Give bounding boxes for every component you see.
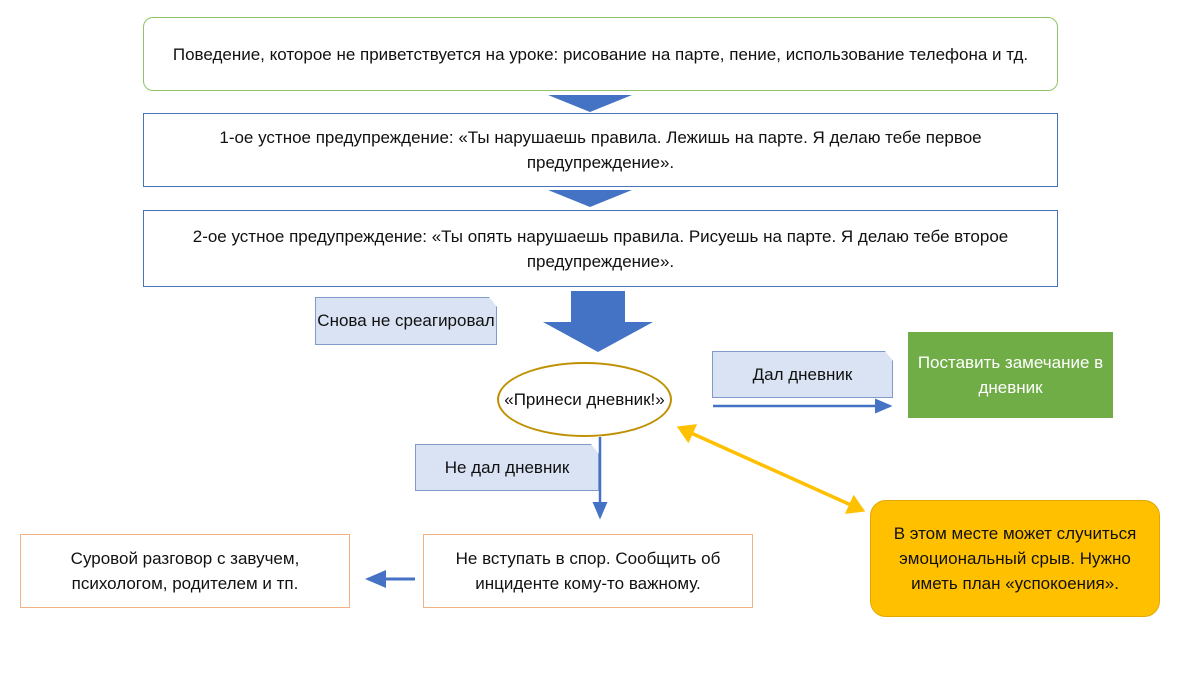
serious-talk-box: Суровой разговор с завучем, психологом, … [20,534,350,608]
bring-diary-ellipse: «Принеси дневник!» [497,362,672,437]
label-no-diary: Не дал дневник [415,444,599,491]
behavior-box: Поведение, которое не приветствуется на … [143,17,1058,91]
warning2-box: 2-ое устное предупреждение: «Ты опять на… [143,210,1058,287]
emotional-note-box: В этом месте может случиться эмоциональн… [870,500,1160,617]
put-remark-box: Поставить замечание в дневник [908,332,1113,418]
label-no-reaction: Снова не среагировал [315,297,497,345]
arrow-down-1 [548,95,632,112]
warning1-box: 1-ое устное предупреждение: «Ты нарушаеш… [143,113,1058,187]
dont-argue-box: Не вступать в спор. Сообщить об инцидент… [423,534,753,608]
arrow-down-big [543,291,653,352]
arrow-emotional [676,424,866,514]
label-gave-diary: Дал дневник [712,351,893,398]
arrow-down-2 [548,190,632,207]
